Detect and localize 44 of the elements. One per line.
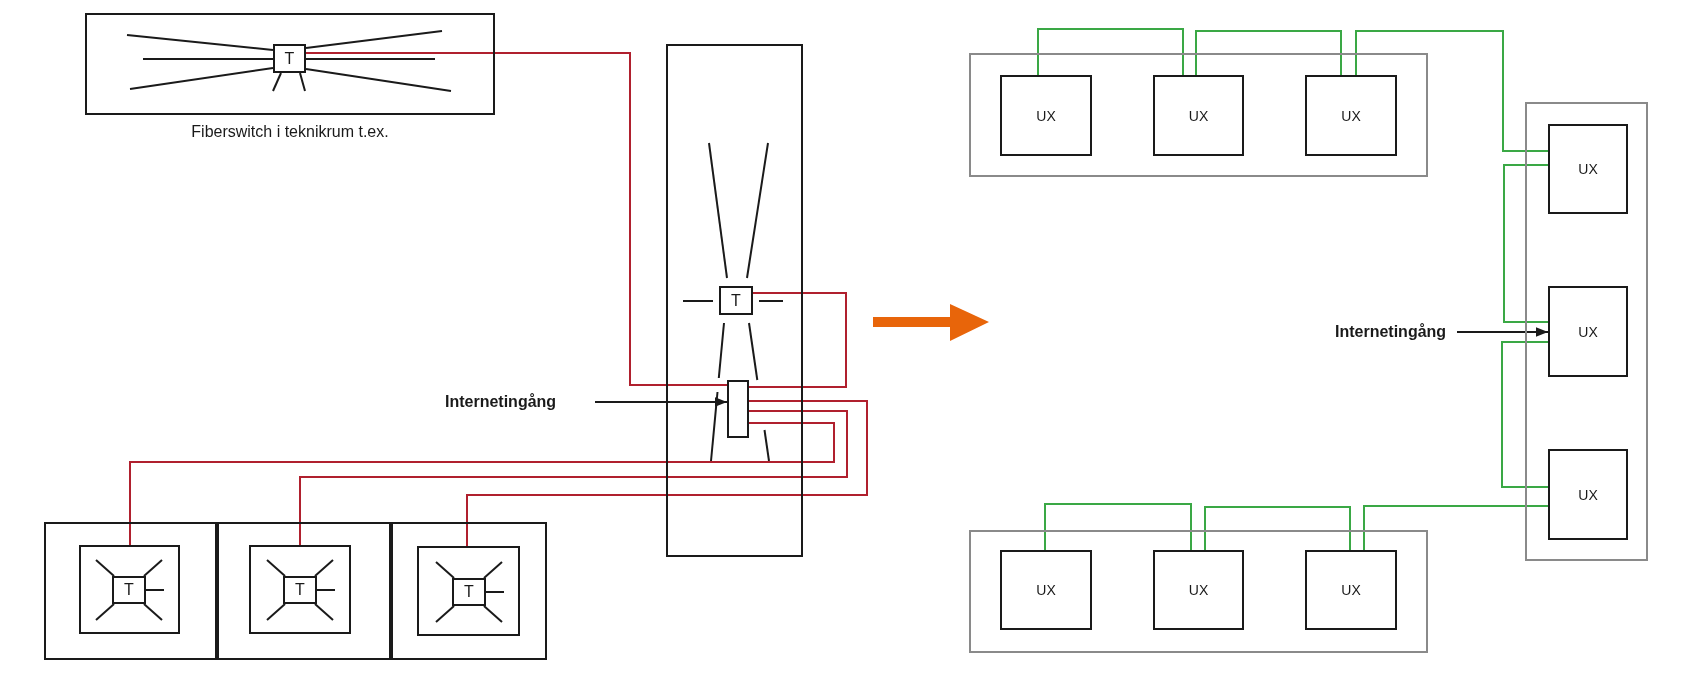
group-frame — [1525, 102, 1648, 561]
group-frame — [969, 53, 1428, 177]
connector-line — [1503, 164, 1549, 323]
entry-label: Internetingång — [1335, 320, 1457, 344]
terminal-box: T — [452, 578, 486, 606]
room-box — [44, 522, 217, 660]
unit-box: UX — [1153, 550, 1244, 630]
unit-box: UX — [1000, 75, 1092, 156]
terminal-box: T — [112, 576, 146, 604]
node-caption: Fiberswitch i teknikrum t.ex. — [190, 123, 390, 141]
room-box — [417, 546, 520, 636]
connector-line — [594, 397, 728, 407]
connector-line — [1037, 28, 1184, 76]
room-box — [391, 522, 547, 660]
connector-line — [1195, 30, 1342, 76]
connector-line — [1363, 505, 1549, 551]
unit-box: UX — [1153, 75, 1244, 156]
unit-box: UX — [1548, 124, 1628, 214]
entry-label: Internetingång — [445, 390, 595, 414]
connector-line — [748, 292, 847, 388]
room-box — [249, 545, 351, 634]
connector-line — [466, 400, 868, 547]
connector-line — [129, 422, 835, 546]
room-box — [666, 44, 803, 557]
group-frame — [969, 530, 1428, 653]
unit-box: UX — [1000, 550, 1092, 630]
unit-box: UX — [1548, 286, 1628, 377]
room-box — [79, 545, 180, 634]
connector-line — [305, 52, 728, 386]
terminal-box: T — [283, 576, 317, 604]
connector-line — [1204, 506, 1351, 551]
connector-line — [1501, 341, 1549, 488]
unit-box: UX — [1548, 449, 1628, 540]
unit-box: UX — [1305, 75, 1397, 156]
terminal-box: T — [719, 286, 753, 315]
device-box — [727, 380, 749, 438]
connector-line — [1355, 30, 1549, 152]
room-box — [217, 522, 391, 660]
terminal-box: T — [273, 44, 306, 73]
connector-line — [1044, 503, 1192, 551]
room-box — [85, 13, 495, 115]
connector-line — [1456, 327, 1549, 337]
connector-line — [299, 410, 848, 546]
unit-box: UX — [1305, 550, 1397, 630]
